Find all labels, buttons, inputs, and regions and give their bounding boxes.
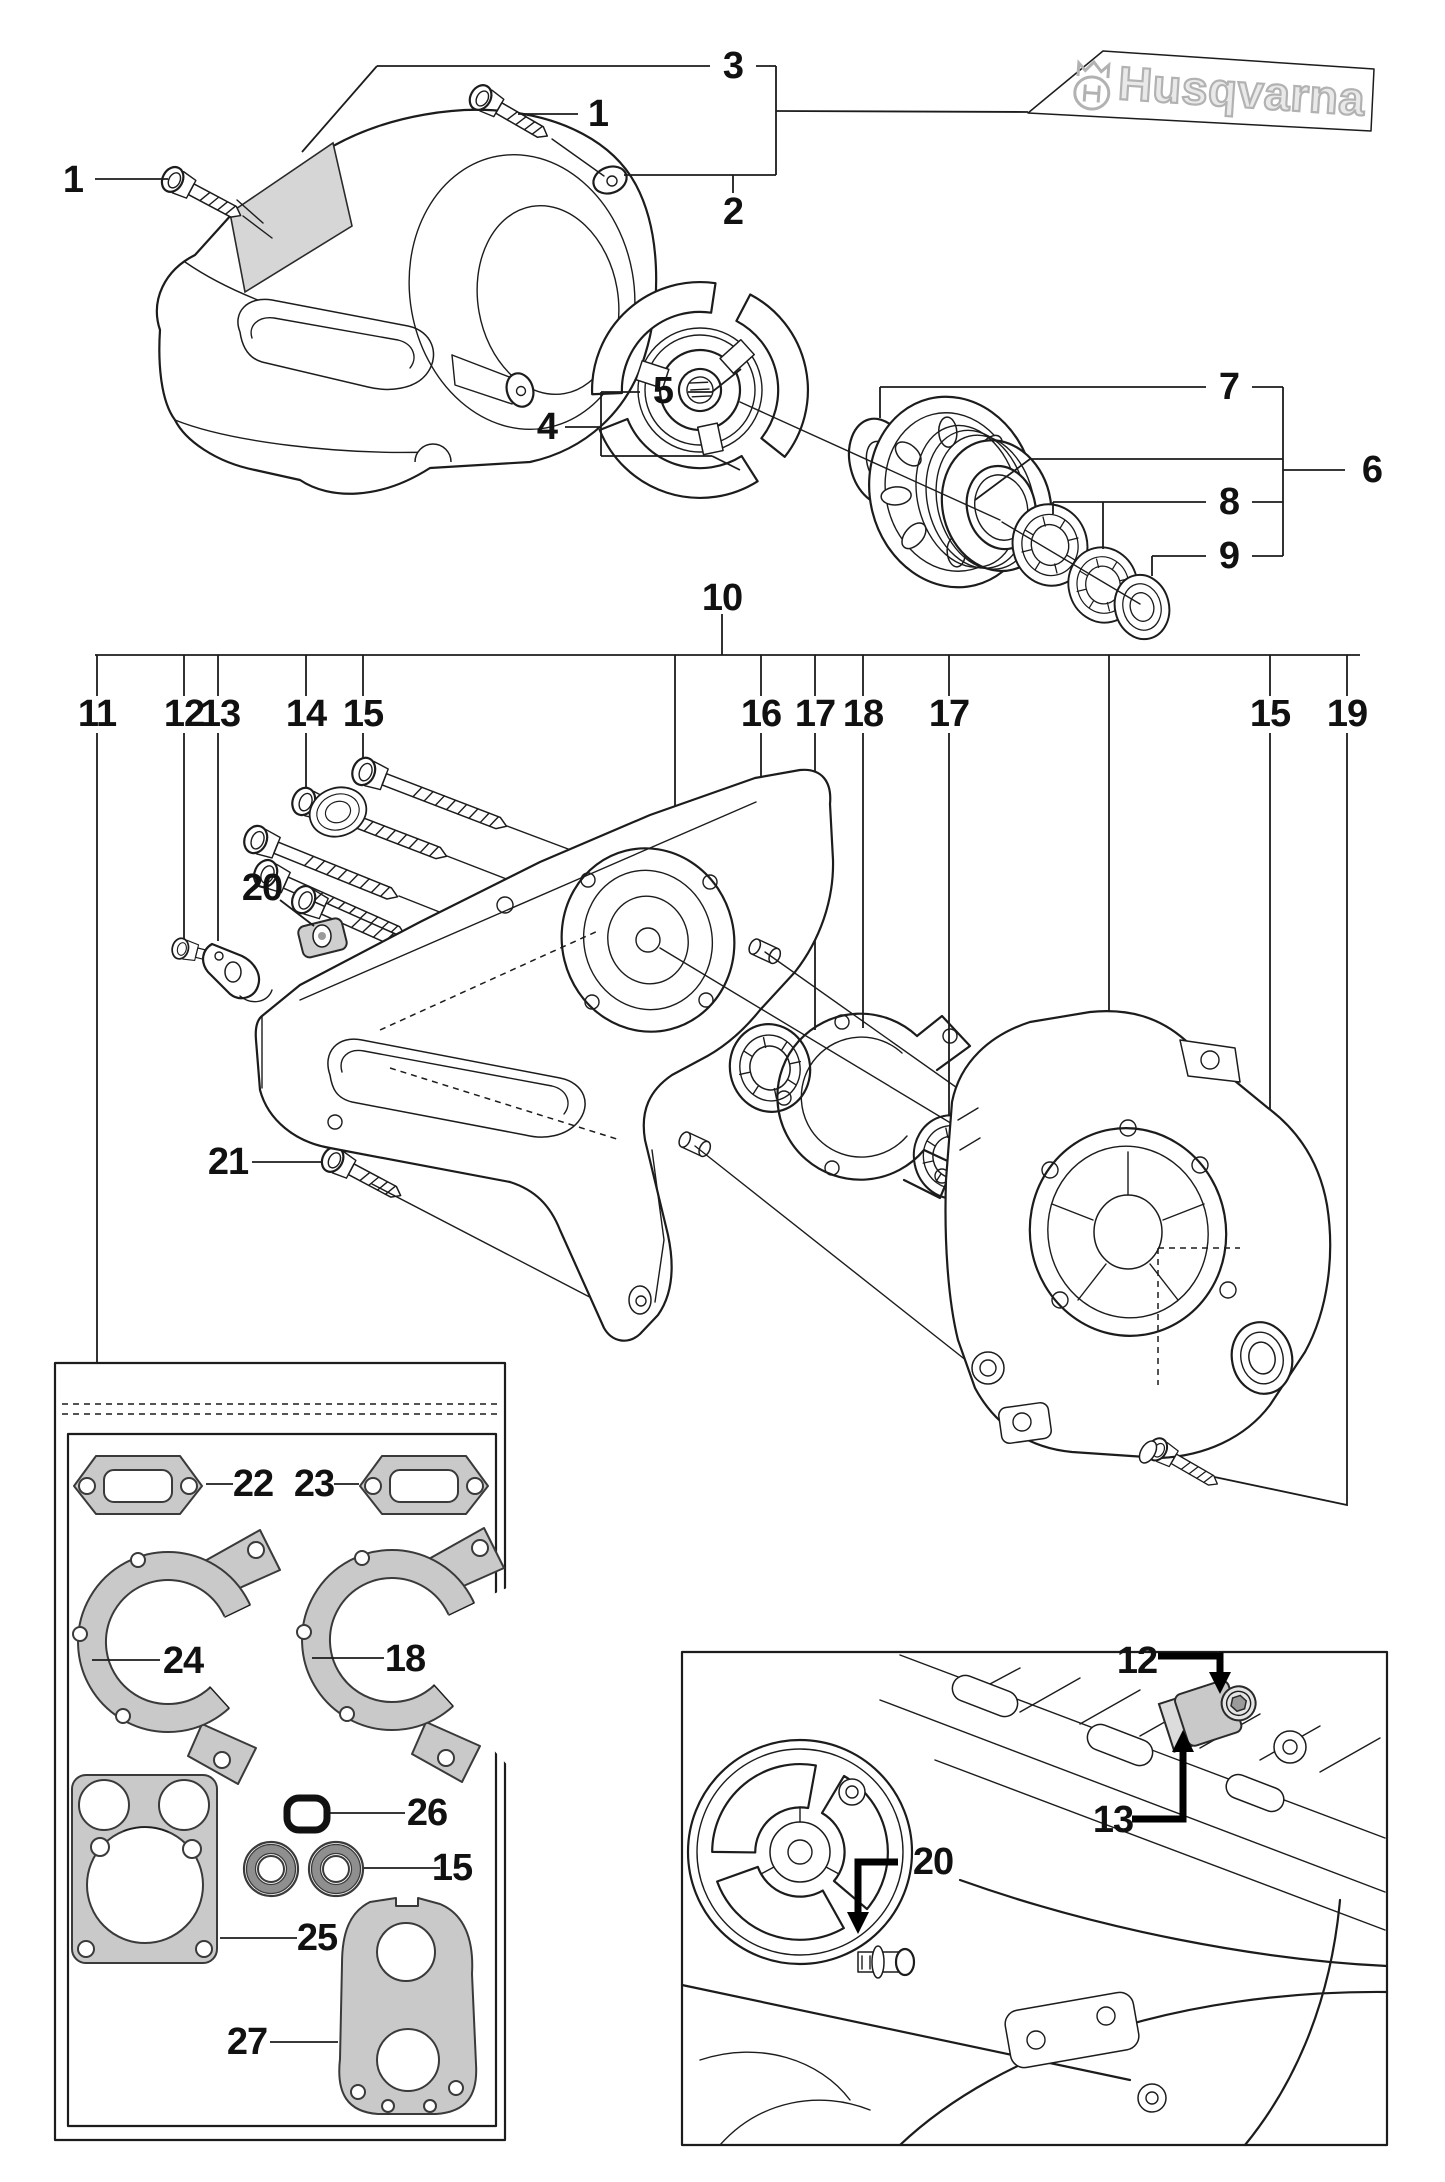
callout-5: 5: [652, 370, 674, 412]
clutch-row-leader-lines: [565, 368, 1345, 576]
callout-4: 4: [536, 406, 558, 448]
inset-drum-drawing: [686, 1738, 914, 1968]
bracket-10-lines: [95, 614, 1360, 1507]
clutch-assembly-drawing: [565, 253, 824, 520]
cover-screws-drawing: [156, 80, 605, 239]
kit-leader-lines: [92, 1483, 440, 2043]
callout-8: 8: [1218, 481, 1240, 523]
callout-16: 16: [740, 693, 782, 735]
clutch-cover-drawing: [155, 108, 658, 495]
husqvarna-crown-icon: [1073, 59, 1111, 111]
callout-14: 14: [285, 693, 327, 735]
drum-bearings-drawing: [1002, 495, 1178, 646]
callout-13: 13: [199, 693, 241, 735]
callout-inset-13: 13: [1092, 1799, 1134, 1841]
callout-21: 21: [207, 1141, 249, 1183]
kit-seal-15b-drawing: [309, 1842, 363, 1896]
clutch-drum-drawing: [868, 395, 1053, 589]
callout-3: 3: [722, 45, 744, 87]
inset-screw-20-drawing: [857, 1945, 916, 1979]
callout-15a: 15: [342, 693, 384, 735]
kit-seal-15a-drawing: [244, 1842, 298, 1896]
callout-2: 2: [722, 191, 744, 233]
callout-17a: 17: [794, 693, 836, 735]
oil-seal-14-drawing: [308, 786, 368, 838]
callout-inset-12: 12: [1116, 1640, 1158, 1682]
callout-kit-18: 18: [384, 1638, 426, 1680]
callout-kit-24: 24: [162, 1640, 204, 1682]
screw-21-drawing: [252, 1142, 631, 1319]
gasket-kit-bag: [53, 1361, 571, 2142]
callout-1-left: 1: [62, 159, 84, 201]
top-callout-leader-lines: [95, 65, 1029, 193]
axis-lines: [739, 401, 1141, 605]
callout-kit-15: 15: [431, 1847, 473, 1889]
crankcase-clutch-side-drawing: [254, 768, 835, 1342]
callout-17b: 17: [928, 693, 970, 735]
callout-kit-27: 27: [226, 2021, 268, 2063]
callout-15b: 15: [1249, 693, 1291, 735]
gasket-23-drawing: [359, 1455, 489, 1515]
inset-crankcase-lines: [680, 1654, 1389, 2147]
callout-7: 7: [1218, 366, 1240, 408]
callout-18a: 18: [842, 693, 884, 735]
square-nut-20-drawing: [279, 899, 348, 959]
callout-kit-25: 25: [296, 1917, 338, 1959]
callout-12: 12: [163, 693, 205, 735]
inset-arrows: [847, 1652, 1231, 1934]
guide-plate-13-drawing: [202, 942, 273, 1003]
o-ring-26-drawing: [283, 1794, 331, 1834]
callout-inset-20: 20: [912, 1841, 954, 1883]
gasket-22-drawing: [73, 1455, 203, 1515]
callout-6: 6: [1361, 449, 1383, 491]
gasket-27-drawing: [338, 1897, 478, 2115]
callout-kit-23: 23: [293, 1463, 335, 1505]
callout-9: 9: [1218, 535, 1240, 577]
inset-detail-box: [680, 1650, 1389, 2147]
callout-10: 10: [701, 577, 743, 619]
gasket-25-drawing: [71, 1774, 218, 1964]
callout-kit-22: 22: [232, 1463, 274, 1505]
callout-kit-26: 26: [406, 1792, 448, 1834]
callout-19: 19: [1326, 693, 1368, 735]
screw-19-drawing: [1138, 1433, 1225, 1496]
husqvarna-decal-drawing: [1027, 50, 1375, 132]
callout-11: 11: [77, 693, 117, 735]
callout-1-top: 1: [587, 93, 609, 135]
callout-20: 20: [241, 867, 283, 909]
